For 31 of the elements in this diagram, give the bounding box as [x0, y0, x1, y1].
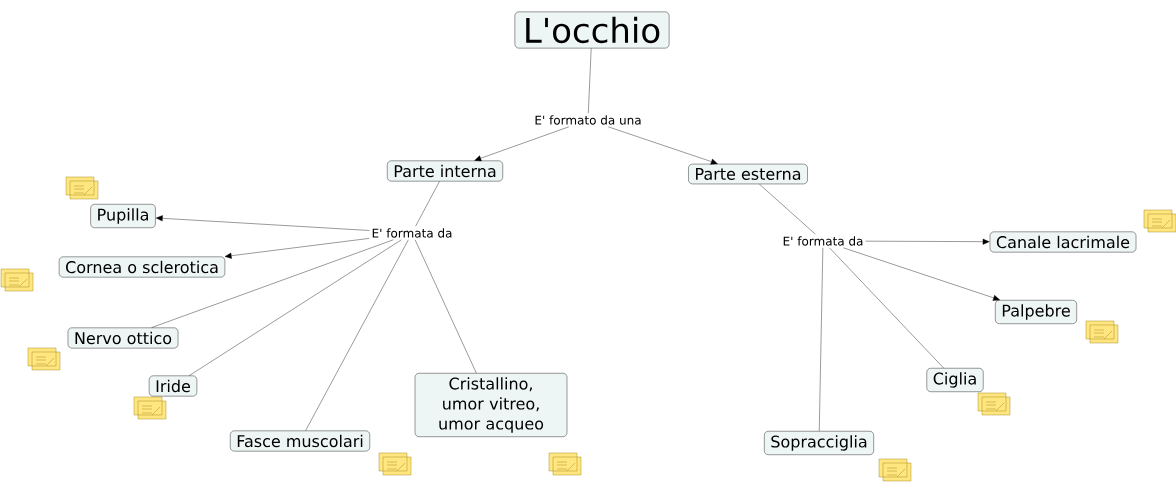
connector	[843, 247, 1000, 301]
concept-box: Parte interna	[387, 160, 503, 182]
connector	[819, 247, 824, 432]
concept-box: Parte esterna	[688, 163, 808, 185]
connector	[588, 48, 592, 114]
connector	[305, 239, 409, 431]
connector	[865, 238, 990, 245]
concept-box: Cristallino, umor vitreo, umor acqueo	[414, 373, 568, 437]
concept-box: Ciglia	[926, 368, 984, 392]
connector	[759, 183, 816, 235]
title-box: L'occhio	[514, 11, 670, 49]
concept-box: Iride	[148, 375, 198, 397]
connector	[224, 238, 370, 259]
connector	[414, 239, 477, 374]
connector	[189, 239, 402, 376]
linking-phrase: E' formata da	[780, 234, 866, 248]
connector	[474, 126, 570, 162]
concept-box: Canale lacrimale	[989, 231, 1137, 253]
concept-box: Cornea o sclerotica	[58, 256, 226, 278]
concept-box: Fasce muscolari	[230, 430, 370, 452]
concept-box: Palpebre	[995, 300, 1077, 324]
connector	[415, 181, 440, 227]
concept-box: Sopracciglia	[764, 431, 874, 455]
linking-phrase: E' formata da	[369, 226, 455, 240]
connector	[608, 126, 718, 165]
connector	[151, 239, 394, 328]
concept-box: Pupilla	[90, 204, 156, 228]
connector	[155, 215, 370, 231]
connector	[829, 247, 944, 369]
linking-phrase: E' formato da una	[532, 113, 644, 127]
concept-box: Nervo ottico	[67, 327, 179, 349]
